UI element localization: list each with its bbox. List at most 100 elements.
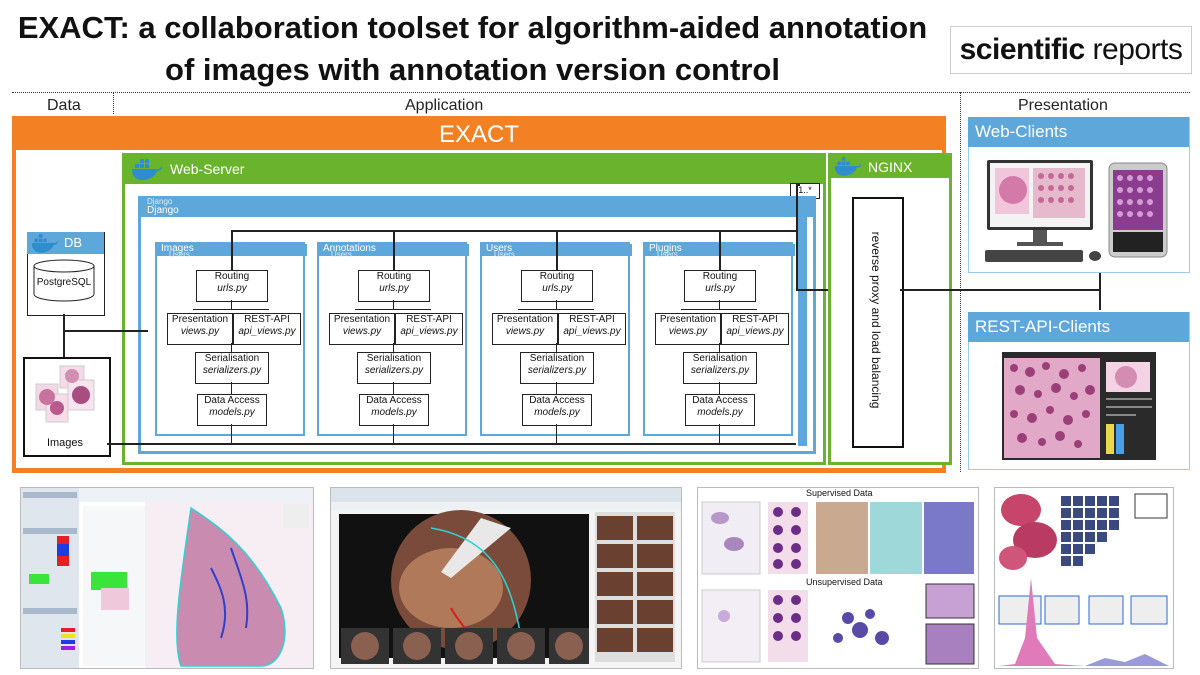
routing-title: Routing (214, 271, 250, 282)
nginx-whale-icon (833, 155, 863, 182)
routing-file: urls.py (705, 283, 735, 294)
section-data: Data (47, 97, 81, 114)
routing-split-annotations (355, 309, 431, 310)
to-data-images (231, 382, 232, 394)
screenshot-endoscopy (330, 487, 682, 669)
django-label-shadow: Django (147, 197, 173, 206)
proxy-label: reverse proxy and load balancing (869, 231, 883, 409)
app-name-users: Users (486, 243, 513, 254)
exact-label: EXACT (438, 121, 519, 148)
unsupervised-label: Unsupervised Data (806, 577, 883, 587)
db-cylinder-icon (32, 258, 96, 307)
dataaccess-title: Data Access (692, 395, 748, 406)
presentation-file: views.py (342, 326, 382, 337)
to-data-annotations (393, 382, 394, 394)
images-label: Images (46, 437, 84, 449)
routing-split-users (518, 309, 594, 310)
top-bus-to-nginx (796, 289, 852, 291)
presentation-title: Presentation (171, 314, 229, 325)
routing-down-plugins (719, 300, 720, 309)
app-name-annotations: Annotations (323, 243, 376, 254)
dataaccess-file: models.py (534, 407, 580, 418)
rest-client-screenshot (1002, 352, 1156, 460)
multiplicity-link (796, 184, 800, 186)
presentation-title: Presentation (496, 314, 554, 325)
dataaccess-file: models.py (371, 407, 417, 418)
webclients-label: Web-Clients (975, 122, 1068, 141)
to-bottom-bus-plugins (719, 424, 720, 444)
top-bus (232, 230, 798, 232)
slide-images-icon (30, 362, 100, 439)
nginx-client-link (900, 289, 1100, 291)
restapi-file: api_views.py (400, 326, 458, 337)
routing-down-users (556, 300, 557, 309)
db-whale-icon (30, 232, 60, 259)
images-to-app-link (107, 443, 148, 445)
dataaccess-title: Data Access (204, 395, 260, 406)
serialisation-file: serializers.py (202, 365, 262, 376)
app-shadow-images: Users (169, 250, 190, 259)
divider-data-app (113, 92, 114, 114)
presentation-file: views.py (668, 326, 708, 337)
dataaccess-file: models.py (209, 407, 255, 418)
divider-app-presentation (960, 92, 961, 472)
supervised-label: Supervised Data (806, 488, 873, 498)
screenshot-analysis (994, 487, 1174, 669)
to-serial-plugins (719, 343, 720, 352)
title-line-1: EXACT: a collaboration toolset for algor… (17, 10, 928, 45)
presentation-title: Presentation (659, 314, 717, 325)
restapi-title: REST-API (732, 314, 778, 325)
top-bus-right (796, 184, 798, 290)
serialisation-file: serializers.py (690, 365, 750, 376)
dataaccess-file: models.py (697, 407, 743, 418)
routing-split-images (193, 309, 269, 310)
routing-file: urls.py (379, 283, 409, 294)
app-shadow-users: Users (494, 250, 515, 259)
section-application: Application (405, 97, 484, 114)
routing-in-line-users (556, 230, 558, 270)
presentation-file: views.py (180, 326, 220, 337)
db-to-app-link (63, 330, 148, 332)
nginx-label: NGINX (868, 159, 913, 175)
routing-in-line-images (231, 230, 233, 270)
screenshot-exact-ui (20, 487, 314, 669)
routing-split-plugins (681, 309, 757, 310)
webserver-label: Web-Server (170, 161, 245, 177)
routing-in-line-plugins (719, 230, 721, 270)
serialisation-file: serializers.py (364, 365, 424, 376)
routing-down-images (231, 300, 232, 309)
django-label: Django (147, 205, 179, 216)
serialisation-title: Serialisation (529, 353, 585, 364)
to-serial-images (231, 343, 232, 352)
restapi-file: api_views.py (238, 326, 296, 337)
nginx-header (831, 156, 949, 178)
serialisation-title: Serialisation (366, 353, 422, 364)
routing-in-line-annotations (393, 230, 395, 270)
to-bottom-bus-users (556, 424, 557, 444)
restapi-file: api_views.py (563, 326, 621, 337)
bottom-bus (148, 443, 796, 445)
db-engine-label: PostgreSQL (36, 277, 92, 288)
webserver-header (125, 156, 823, 184)
app-shadow-plugins: Users (657, 250, 678, 259)
docker-whale-icon (130, 157, 164, 186)
presentation-file: views.py (505, 326, 545, 337)
title-line-2: of images with annotation version contro… (165, 52, 780, 87)
routing-title: Routing (539, 271, 575, 282)
routing-file: urls.py (542, 283, 572, 294)
restapi-file: api_views.py (726, 326, 784, 337)
section-presentation: Presentation (1018, 97, 1108, 114)
dataaccess-title: Data Access (366, 395, 422, 406)
